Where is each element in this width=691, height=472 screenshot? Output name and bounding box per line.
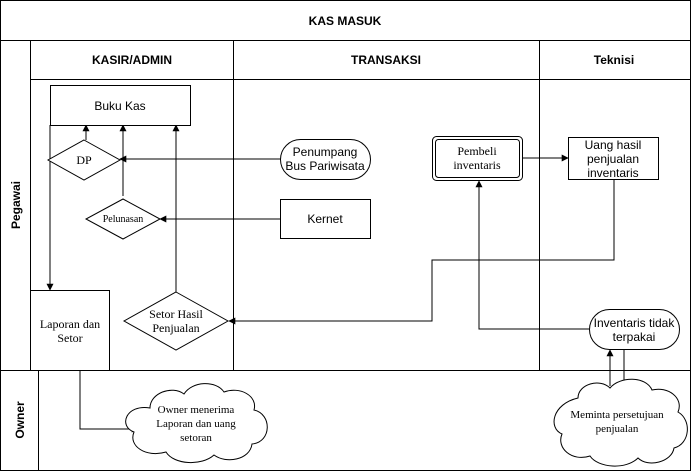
node-owner-cloud-line3: setoran — [180, 432, 212, 444]
node-pembeli-inventaris: Pembeli inventaris — [432, 136, 523, 181]
column-header-kasir-admin: KASIR/ADMIN — [92, 53, 172, 67]
node-buku-kas-label: Buku Kas — [94, 99, 145, 113]
diagram-title: KAS MASUK — [309, 14, 382, 28]
node-owner-cloud-line1: Owner menerima — [158, 404, 235, 416]
node-kernet-label: Kernet — [307, 212, 343, 226]
node-uang-hasil-penjualan: Uang hasil penjualan inventaris — [568, 137, 659, 180]
node-penumpang-line1: Penumpang — [293, 145, 358, 159]
node-laporan-dan-setor: Laporan dan Setor — [30, 290, 110, 371]
edge-inventaris-to-pembeli — [475, 180, 589, 330]
node-laporan-line2: Setor — [57, 331, 82, 345]
node-inventaris-tidak-terpakai: Inventaris tidak terpakai — [589, 309, 680, 350]
node-meminta-line1: Meminta persetujuan — [570, 409, 664, 421]
node-meminta-line2: penjualan — [596, 423, 639, 435]
node-setor-hasil-penjualan: Setor Hasil Penjualan — [122, 291, 230, 351]
column-header-transaksi: TRANSAKSI — [351, 53, 421, 67]
node-dp: DP — [46, 139, 122, 181]
node-uang-line3: inventaris — [587, 166, 638, 180]
lane-label-pegawai: Pegawai — [9, 181, 23, 229]
node-setor-line2: Penjualan — [152, 321, 199, 335]
node-buku-kas: Buku Kas — [50, 85, 191, 126]
node-uang-line1: Uang hasil — [585, 138, 642, 152]
node-meminta-persetujuan-cloud: Meminta persetujuan penjualan — [553, 378, 688, 467]
node-laporan-line1: Laporan dan — [40, 317, 100, 331]
node-pembeli-line1: Pembeli — [457, 144, 497, 158]
node-setor-line1: Setor Hasil — [149, 307, 203, 321]
node-owner-cloud-line2: Laporan dan uang — [156, 418, 236, 430]
lane-label-owner: Owner — [13, 401, 27, 439]
node-kernet: Kernet — [280, 199, 371, 239]
node-inventaris-line1: Inventaris tidak — [594, 316, 676, 330]
node-penumpang-bus-pariwisata: Penumpang Bus Pariwisata — [280, 139, 371, 180]
connectors — [46, 124, 628, 433]
node-pelunasan-label: Pelunasan — [103, 214, 144, 225]
node-owner-menerima-cloud: Owner menerima Laporan dan uang setoran — [125, 383, 268, 463]
edge-uang-to-setor — [228, 180, 615, 325]
node-pelunasan: Pelunasan — [84, 198, 162, 240]
column-header-teknisi: Teknisi — [594, 53, 634, 67]
node-penumpang-line2: Bus Pariwisata — [285, 159, 365, 173]
edge-laporan-to-owner — [79, 370, 139, 433]
node-uang-line2: penjualan — [587, 152, 639, 166]
node-inventaris-line2: terpakai — [613, 330, 656, 344]
node-pembeli-line2: inventaris — [453, 158, 501, 172]
node-dp-label: DP — [76, 153, 92, 167]
